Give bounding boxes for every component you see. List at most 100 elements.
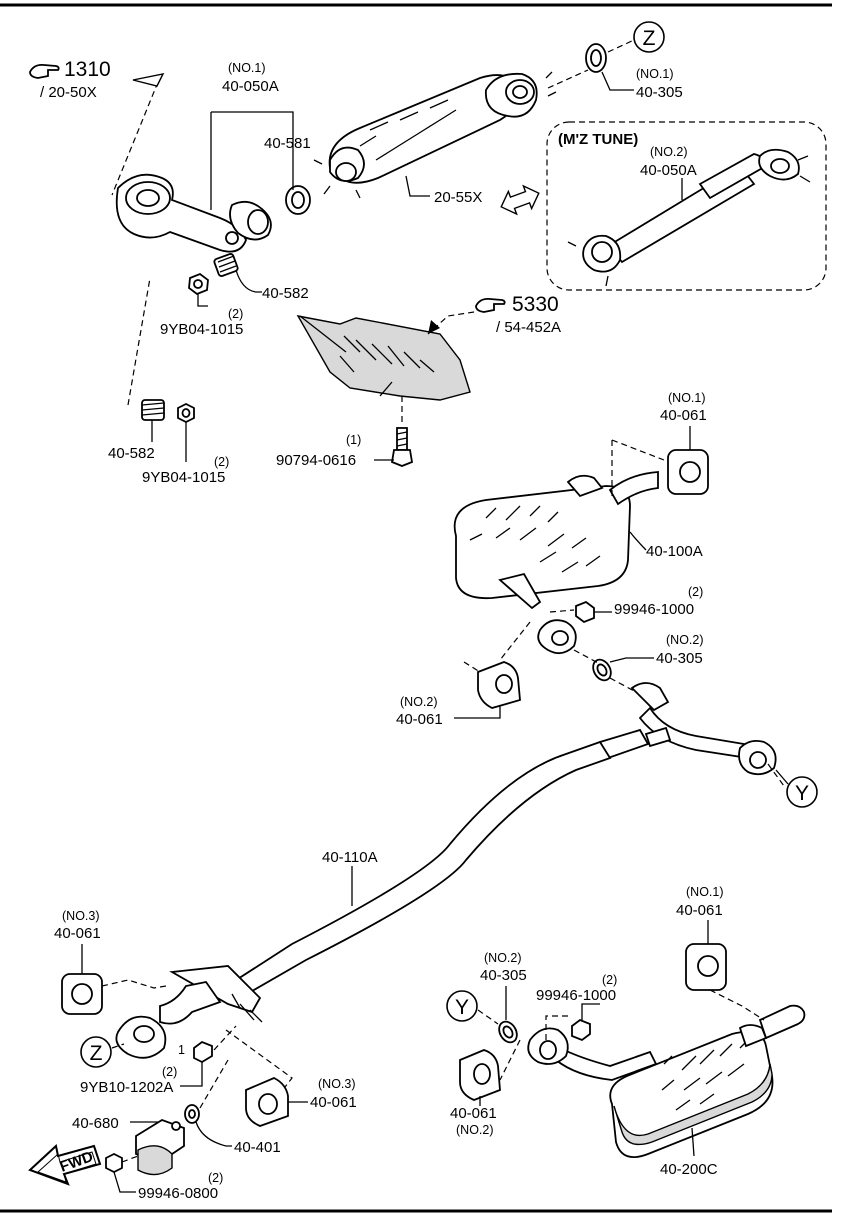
z-link-dash-top [547, 69, 589, 89]
ref-1310-sub: / 20-50X [40, 84, 97, 101]
dash-z-top [607, 39, 635, 53]
label-40-061-e: 40-061 [676, 902, 723, 919]
dash-rear-b [499, 1039, 521, 1081]
label-mz-tune: (M'Z TUNE) [558, 131, 638, 148]
label-no2-061-b: (NO.2) [456, 1123, 494, 1137]
label-40-100A: 40-100A [646, 543, 703, 560]
label-40-050A-2: 40-050A [640, 162, 697, 179]
label-99946-1000-b: 99946-1000 [536, 987, 616, 1004]
label-no1-061-b: (NO.1) [686, 885, 724, 899]
nut-99946-1000-a [575, 600, 595, 624]
ref-5330-code: 5330 [512, 293, 559, 316]
svg-text:Y: Y [455, 996, 469, 1019]
dash-mid-flange [573, 649, 637, 693]
gasket-40-305-mid [592, 658, 612, 682]
mz-tune-box [546, 121, 827, 291]
label-99946-0800: 99946-0800 [138, 1185, 218, 1202]
hanger-40-061-d [245, 1077, 289, 1127]
dash-y-bottom [477, 1009, 499, 1025]
nut-9yb04-bottom [177, 402, 195, 424]
label-40-061-a: 40-061 [660, 407, 707, 424]
gasket-40-581 [285, 185, 311, 215]
leader-40-100A [629, 531, 647, 551]
nut-9yb10 [193, 1040, 213, 1064]
leader-y-mid [775, 769, 789, 785]
label-no3-061-a: (NO.3) [62, 909, 100, 923]
bracket-40-680 [135, 1119, 185, 1176]
svg-text:Z: Z [643, 27, 656, 50]
label-qty2-f: (2) [602, 973, 617, 987]
label-9yb04-a: 9YB04-1015 [160, 321, 243, 338]
label-9yb04-b: 9YB04-1015 [142, 469, 225, 486]
leader-spring-dash [127, 277, 151, 406]
label-9yb10: 9YB10-1202A [80, 1079, 173, 1096]
label-qty1-b: 1 [178, 1043, 185, 1057]
ref-1310-code: 1310 [64, 58, 111, 81]
label-40-582-a: 40-582 [262, 285, 309, 302]
label-no1-305: (NO.1) [636, 67, 674, 81]
dash-40-401 [199, 1059, 229, 1109]
washer-40-401 [184, 1104, 200, 1124]
marker-z-bottom: Z [80, 1036, 112, 1068]
label-20-55X: 20-55X [434, 189, 482, 206]
label-no2-050: (NO.2) [650, 145, 688, 159]
label-no2-305-b: (NO.2) [484, 951, 522, 965]
dash-z-bottom [111, 1043, 125, 1049]
ref-1310-leader [111, 81, 159, 196]
label-40-582-b: 40-582 [108, 445, 155, 462]
dash-9yb10 [213, 1025, 237, 1051]
label-40-401: 40-401 [234, 1139, 281, 1156]
dash-y-mid [767, 763, 785, 787]
dash-40-061-a [611, 439, 665, 500]
label-99946-1000-a: 99946-1000 [614, 601, 694, 618]
spring-40-582-top [213, 253, 239, 277]
label-no2-305: (NO.2) [666, 633, 704, 647]
pointing-hand-icon [475, 297, 506, 313]
label-qty2-d: (2) [162, 1065, 177, 1079]
label-qty2-e: (2) [208, 1171, 223, 1185]
svg-text:Z: Z [90, 1042, 103, 1065]
label-qty2-b: (2) [214, 455, 229, 469]
ref-5330-arrow-icon [428, 320, 440, 334]
nut-99946-1000-b [571, 1018, 591, 1042]
nut-99946-0800 [105, 1152, 123, 1174]
hanger-40-061-c [61, 973, 103, 1015]
ref-1310-arrow-icon [132, 73, 165, 87]
label-40-305-mid: 40-305 [656, 650, 703, 667]
label-40-110A: 40-110A [322, 849, 378, 866]
label-no1-061: (NO.1) [668, 391, 706, 405]
label-no1-top: (NO.1) [228, 61, 266, 75]
reference-1310[interactable]: 1310 / 20-50X [29, 58, 111, 101]
label-40-305-bot: 40-305 [480, 967, 527, 984]
label-qty2-c: (2) [688, 585, 703, 599]
leader-40-582 [235, 269, 262, 293]
leader-9yb10 [180, 1062, 203, 1087]
reference-5330[interactable]: 5330 / 54-452A [475, 293, 561, 336]
front-pipe-no2-mz-tune [567, 148, 811, 287]
gasket-40-305-bottom [498, 1020, 518, 1044]
marker-y-bottom: Y [446, 990, 478, 1022]
catalytic-converter [313, 71, 557, 199]
dash-rear-a [545, 1015, 570, 1040]
dash-40-061-d [225, 1029, 293, 1097]
hanger-40-061-a [667, 449, 709, 495]
label-40-305-top: 40-305 [636, 84, 683, 101]
label-qty1: (1) [346, 433, 361, 447]
label-no2-061: (NO.2) [400, 695, 438, 709]
label-40-680: 40-680 [72, 1115, 119, 1132]
label-no3-061-b: (NO.3) [318, 1077, 356, 1091]
label-40-061-d: 40-061 [310, 1094, 357, 1111]
front-pipe-no1 [115, 173, 272, 253]
hanger-40-061-e [685, 943, 727, 991]
hanger-40-061-b [477, 661, 521, 709]
dash-nut-a [549, 609, 575, 613]
leader-20-55X [405, 175, 430, 197]
leader-40-050A [210, 111, 294, 210]
pointing-hand-icon [29, 63, 60, 79]
dash-40-061-c [101, 979, 167, 989]
gasket-40-305-top [585, 43, 607, 73]
double-arrow-icon [500, 184, 540, 216]
ref-5330-leader [427, 311, 475, 335]
main-silencer [453, 471, 659, 655]
